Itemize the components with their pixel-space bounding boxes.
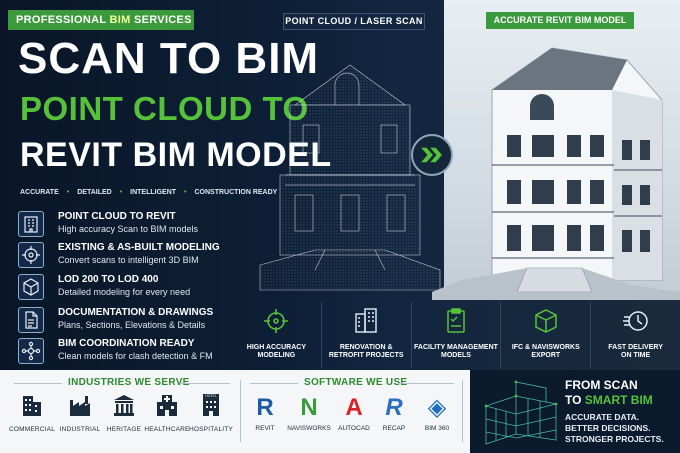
industry-hospitality: HOTEL HOSPITALITY bbox=[186, 392, 236, 433]
feature-existing-as-built: EXISTING & AS-BUILT MODELING Convert sca… bbox=[18, 242, 248, 270]
industry-healthcare: HEALTHCARE bbox=[142, 392, 192, 433]
tag-list: ACCURATE • DETAILED • INTELLIGENT • CONS… bbox=[20, 189, 278, 196]
crosshair-icon bbox=[264, 309, 289, 333]
feature-bim-coordination: BIM COORDINATION READY Clean models for … bbox=[18, 338, 248, 366]
point-cloud-label: POINT CLOUD / LASER SCAN bbox=[283, 13, 425, 30]
professional-bim-badge: PROFESSIONAL BIM SERVICES bbox=[8, 10, 194, 30]
tag-intelligent: INTELLIGENT bbox=[130, 189, 177, 196]
feature-lod: LOD 200 TO LOD 400 Detailed modeling for… bbox=[18, 274, 248, 302]
revit-logo-icon: R bbox=[256, 394, 274, 421]
industry-commercial: COMMERCIAL bbox=[7, 392, 57, 433]
smart-bim-panel: FROM SCAN TO SMART BIM ACCURATE DATA. BE… bbox=[470, 370, 680, 453]
network-icon bbox=[18, 338, 44, 364]
service-facility-management: FACILITY MANAGEMENT MODELS bbox=[412, 302, 502, 368]
software-heading: SOFTWARE WE USE bbox=[304, 377, 408, 388]
service-ifc-export: IFC & NAVISWORKS EXPORT bbox=[501, 302, 592, 368]
title-revit-bim-model: REVIT BIM MODEL bbox=[20, 136, 332, 174]
smart-tagline: ACCURATE DATA. BETTER DECISIONS. STRONGE… bbox=[565, 412, 664, 444]
hospital-icon bbox=[157, 395, 177, 416]
point-cloud-building-image bbox=[259, 64, 441, 291]
services-band: HIGH ACCURACY MODELING RENOVATION & RETR… bbox=[232, 302, 680, 368]
feature-point-cloud-to-revit: POINT CLOUD TO REVIT High accuracy Scan … bbox=[18, 211, 248, 239]
wireframe-building-icon bbox=[484, 380, 558, 445]
document-icon bbox=[18, 307, 44, 333]
smart-line2: TO SMART BIM bbox=[565, 393, 653, 407]
tag-accurate: ACCURATE bbox=[20, 189, 59, 196]
software-bim360: ◈ BIM 360 bbox=[415, 394, 459, 433]
cube-icon bbox=[18, 274, 44, 300]
target-icon bbox=[18, 242, 44, 268]
factory-icon bbox=[70, 396, 90, 416]
software-navisworks: N NAVISWORKS bbox=[287, 394, 331, 433]
industry-heritage: HERITAGE bbox=[99, 392, 149, 433]
hero-section: PROFESSIONAL BIM SERVICES SCAN TO BIM PO… bbox=[0, 0, 680, 370]
building-icon bbox=[18, 211, 44, 237]
hotel-sign: HOTEL bbox=[205, 394, 216, 398]
software-autocad: A AUTOCAD bbox=[332, 394, 376, 433]
smart-line1: FROM SCAN bbox=[565, 378, 638, 392]
service-renovation: RENOVATION & RETROFIT PROJECTS bbox=[322, 302, 412, 368]
bim360-logo-icon: ◈ bbox=[427, 394, 447, 421]
software-revit: R REVIT bbox=[243, 394, 287, 433]
navisworks-logo-icon: N bbox=[300, 394, 318, 421]
recap-logo-icon: R bbox=[385, 394, 403, 421]
museum-icon bbox=[114, 395, 134, 416]
revit-label: ACCURATE REVIT BIM MODEL bbox=[486, 12, 634, 29]
industry-industrial: INDUSTRIAL bbox=[55, 392, 105, 433]
office-building-icon bbox=[23, 396, 41, 416]
software-recap: R RECAP bbox=[372, 394, 416, 433]
title-point-cloud-to: POINT CLOUD TO bbox=[20, 90, 309, 127]
tag-construction-ready: CONSTRUCTION READY bbox=[194, 189, 278, 196]
title-scan-to-bim: SCAN TO BIM bbox=[18, 34, 320, 83]
service-high-accuracy: HIGH ACCURACY MODELING bbox=[232, 302, 322, 368]
building-icon bbox=[355, 308, 377, 333]
industries-heading: INDUSTRIES WE SERVE bbox=[68, 377, 190, 388]
revit-building-render bbox=[432, 47, 680, 300]
clock-icon bbox=[622, 311, 648, 331]
hotel-icon: HOTEL bbox=[203, 394, 219, 416]
box-icon bbox=[535, 309, 557, 333]
clipboard-icon bbox=[447, 308, 465, 333]
bottom-band: INDUSTRIES WE SERVE COMMERCIAL INDUSTRIA… bbox=[0, 370, 680, 453]
chevron-right-icon bbox=[411, 134, 453, 176]
autocad-logo-icon: A bbox=[345, 394, 363, 421]
feature-documentation: DOCUMENTATION & DRAWINGS Plans, Sections… bbox=[18, 307, 248, 335]
tag-detailed: DETAILED bbox=[77, 189, 112, 196]
service-fast-delivery: FAST DELIVERY ON TIME bbox=[591, 302, 680, 368]
